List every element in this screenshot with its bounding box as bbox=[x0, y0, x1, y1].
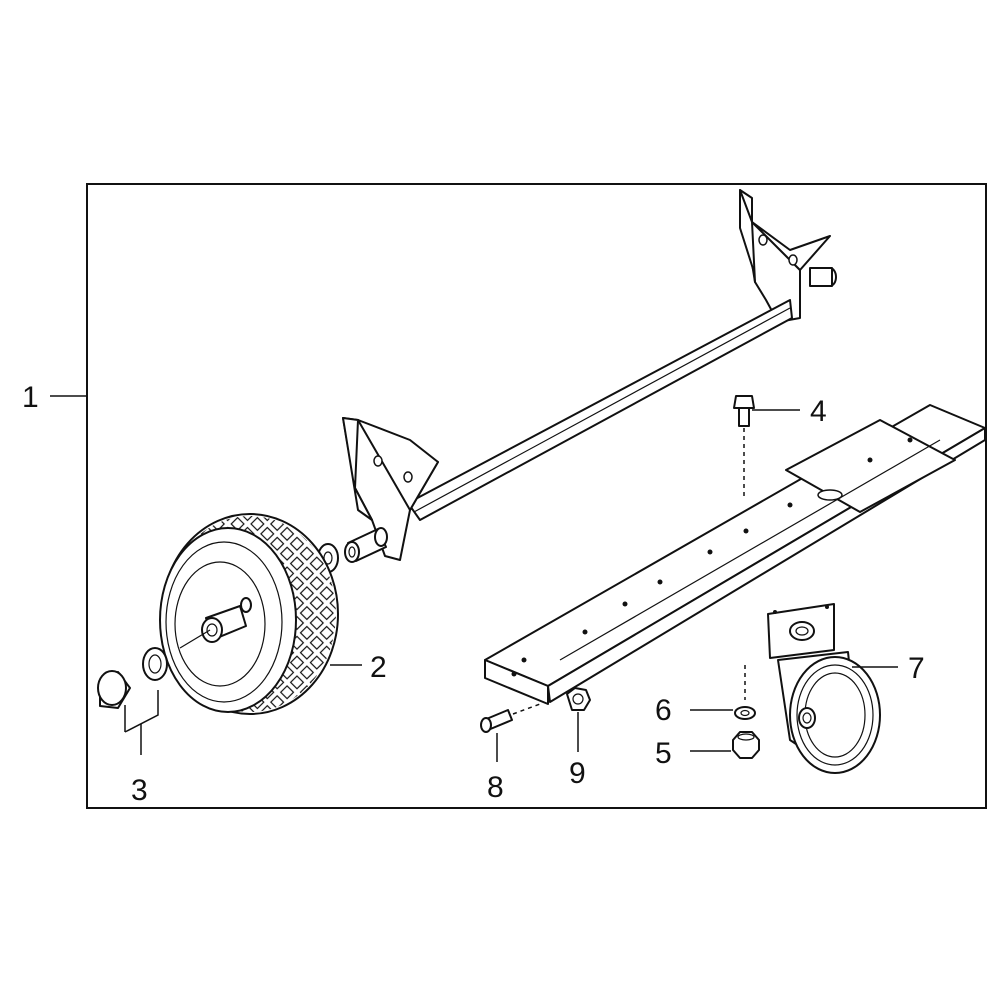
callout-8: 8 bbox=[487, 771, 504, 804]
rail-holes bbox=[511, 437, 913, 677]
callout-5: 5 bbox=[655, 737, 672, 770]
axle-assembly bbox=[317, 189, 837, 573]
callout-1: 1 bbox=[22, 381, 39, 414]
callout-6: 6 bbox=[655, 694, 672, 727]
hub-cap bbox=[97, 670, 131, 709]
callout-7: 7 bbox=[908, 652, 925, 685]
hex-nut bbox=[566, 687, 591, 711]
callout-2: 2 bbox=[370, 651, 387, 684]
bracket-hole bbox=[758, 234, 768, 246]
bracket-hole bbox=[788, 254, 798, 266]
cap-screw bbox=[480, 709, 513, 733]
retaining-clip bbox=[142, 647, 168, 681]
callout-3: 3 bbox=[131, 774, 148, 807]
bracket-hole bbox=[373, 455, 383, 467]
swivel-caster bbox=[767, 603, 881, 774]
base-rail bbox=[484, 404, 986, 705]
lock-nut bbox=[732, 731, 760, 759]
callout-4: 4 bbox=[810, 395, 827, 428]
washer bbox=[734, 706, 756, 720]
bracket-hole bbox=[403, 471, 413, 483]
assembly-frame bbox=[86, 183, 987, 809]
callout-9: 9 bbox=[569, 757, 586, 790]
hex-bolt bbox=[733, 395, 755, 427]
wheel bbox=[159, 513, 339, 715]
rail-slot bbox=[817, 489, 843, 501]
